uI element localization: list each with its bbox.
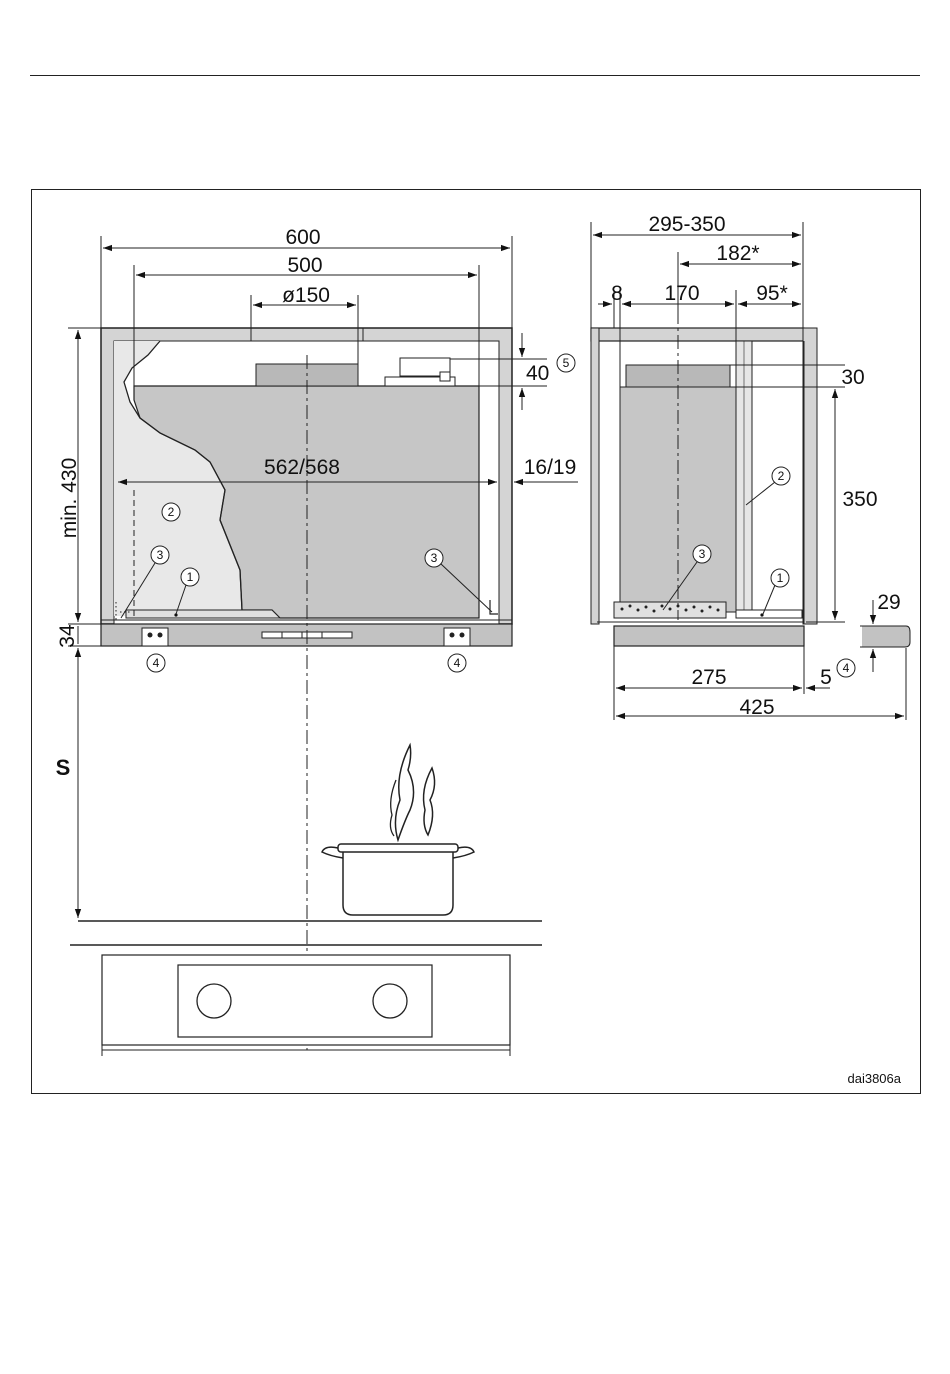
callout-5-front: 5 [557,354,575,372]
side-cabinet-top [591,328,804,341]
dim-5: 5 [820,666,832,689]
dim-overall-width: 600 [285,226,320,249]
callout-1-side: 1 [763,569,789,614]
dim-wall-gap: 16/19 [524,456,577,479]
svg-text:4: 4 [153,656,160,670]
svg-text:3: 3 [431,551,438,565]
svg-text:1: 1 [187,570,194,584]
dim-30: 30 [841,366,864,389]
dim-8: 8 [611,282,623,305]
svg-text:2: 2 [778,469,785,483]
mounting-clip-right [444,628,470,646]
callout-4-side: 4 [837,659,855,677]
svg-text:3: 3 [699,547,706,561]
callout-4-front-left: 4 [147,654,165,672]
side-bottom-plate [614,626,804,646]
svg-text:4: 4 [843,661,850,675]
dim-170: 170 [664,282,699,305]
burner-right [373,984,407,1018]
dim-inner-width: 500 [287,254,322,277]
cooking-pot [322,844,474,915]
burner-left [197,984,231,1018]
panel-profile [862,626,910,647]
svg-text:1: 1 [777,571,784,585]
svg-text:5: 5 [563,356,570,370]
dim-motor-offset: 40 [526,362,549,385]
callout-2-side: 2 [746,467,790,505]
svg-text:3: 3 [157,548,164,562]
dim-depth-range: 295-350 [648,213,725,236]
dim-95: 95* [756,282,788,305]
dim-panel-height: 34 [56,624,79,648]
callout-4-front-right: 4 [448,654,466,672]
dim-min-height: min. 430 [58,458,81,539]
dim-duct-diameter: ø150 [282,284,330,307]
side-view: 295-350 182* 8 170 95* 30 350 29 275 5 4… [591,213,910,720]
front-view: 600 500 ø150 562/568 16/19 40 min. 430 3… [56,226,578,1056]
side-wall [803,328,817,624]
side-cabinet-front-wall [591,328,599,624]
dim-depth-182: 182* [716,242,759,265]
dim-275: 275 [691,666,726,689]
filter-panel [126,610,280,618]
svg-text:4: 4 [454,656,461,670]
dim-425: 425 [739,696,774,719]
figure-code: dai3806a [848,1071,902,1086]
clearance-label: S [56,755,71,780]
steam-icon [390,745,434,840]
dim-hood-width: 562/568 [264,456,340,479]
dim-350: 350 [842,488,877,511]
svg-text:2: 2 [168,505,175,519]
dim-29: 29 [877,591,900,614]
mounting-clip-left [142,628,168,646]
hob-plan [102,955,510,1056]
callout-2-front: 2 [162,503,180,521]
